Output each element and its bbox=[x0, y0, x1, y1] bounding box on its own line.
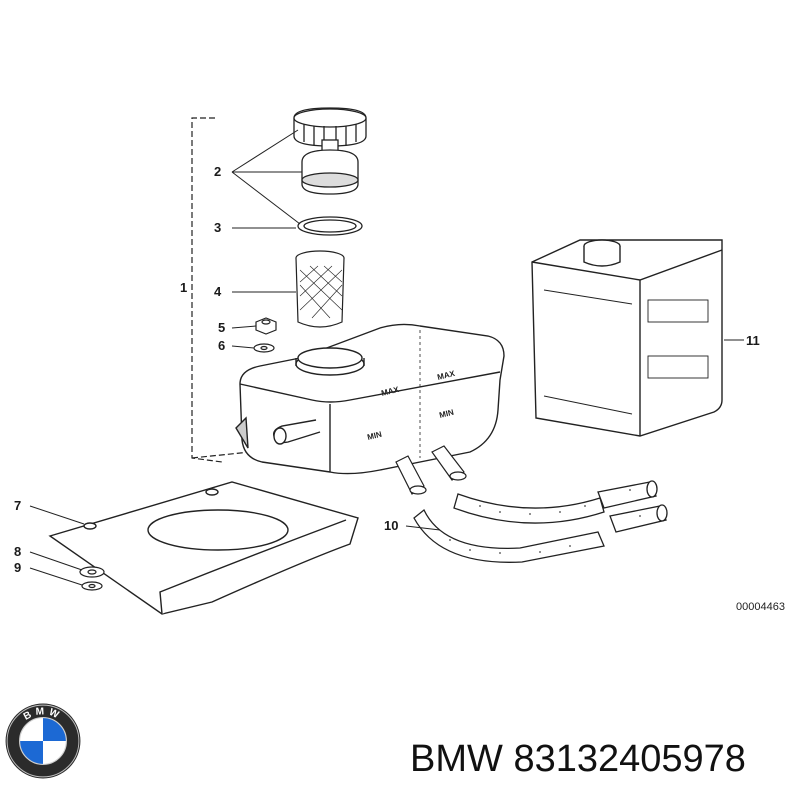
leader-lines bbox=[29, 129, 744, 586]
callout-2: 2 bbox=[214, 164, 221, 179]
nut bbox=[255, 317, 277, 335]
seal-ring bbox=[297, 216, 363, 236]
tank-max-mark-right: MAX bbox=[436, 369, 456, 382]
tank-max-mark-left: MAX bbox=[380, 385, 400, 398]
washer-9 bbox=[81, 581, 103, 591]
diagram-reference-code: 00004463 bbox=[736, 601, 785, 613]
fluid-container-can bbox=[531, 239, 723, 437]
brand-name: BMW bbox=[410, 738, 503, 780]
callout-5: 5 bbox=[218, 320, 225, 335]
hose-set bbox=[413, 480, 668, 563]
fluid-reservoir-tank bbox=[235, 323, 505, 475]
strainer-filter bbox=[295, 250, 345, 328]
group-bracket bbox=[191, 117, 251, 463]
callout-11: 11 bbox=[746, 333, 760, 348]
callout-3: 3 bbox=[214, 220, 221, 235]
tank-min-mark-right: MIN bbox=[438, 408, 455, 420]
callout-7: 7 bbox=[14, 498, 21, 513]
callout-6: 6 bbox=[218, 338, 225, 353]
tank-min-mark-left: MIN bbox=[366, 430, 383, 442]
callout-8: 8 bbox=[14, 544, 21, 559]
mounting-bracket-plate bbox=[48, 481, 359, 615]
reservoir-cap bbox=[293, 107, 367, 147]
part-number: 83132405978 bbox=[513, 738, 746, 780]
washer bbox=[253, 343, 275, 353]
callout-9: 9 bbox=[14, 560, 21, 575]
parts-exploded-diagram: MAX MAX MIN MIN bbox=[14, 107, 785, 615]
brand-part-number-line: BMW 83132405978 bbox=[410, 738, 746, 781]
callout-10: 10 bbox=[384, 518, 398, 533]
callout-4: 4 bbox=[214, 284, 222, 299]
tank-outlet-nipples bbox=[395, 445, 467, 495]
callout-1: 1 bbox=[180, 280, 187, 295]
filter-cap-insert bbox=[301, 139, 359, 195]
washer-8 bbox=[79, 566, 105, 578]
bmw-logo: BMW bbox=[5, 703, 81, 779]
